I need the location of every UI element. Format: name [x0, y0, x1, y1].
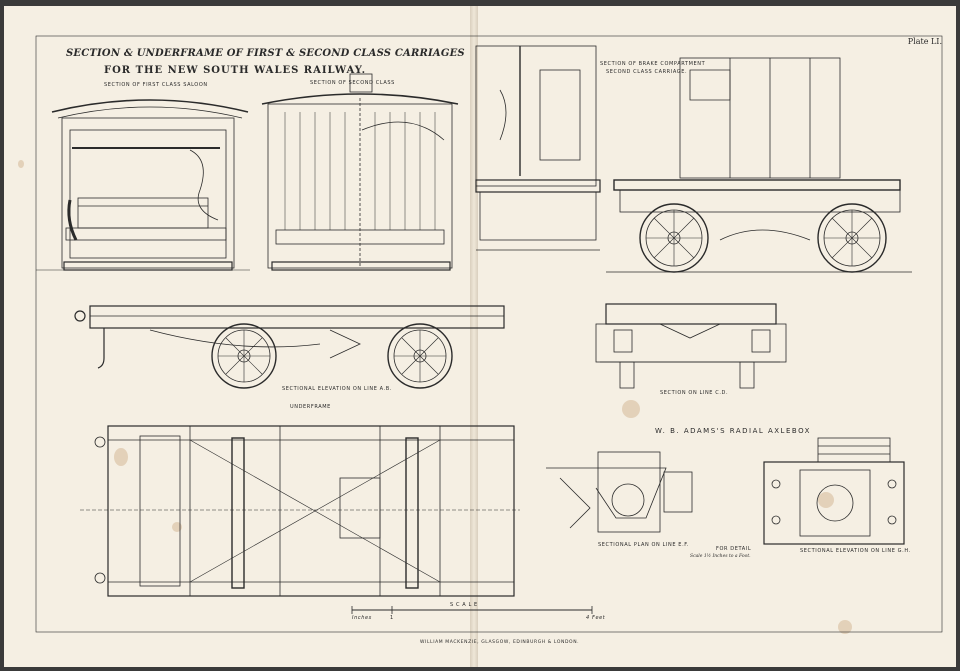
brake-compartment-partial	[475, 45, 601, 251]
first-class-saloon-section	[36, 99, 250, 271]
caption-scale-note: Scale 1½ Inches to a Foot.	[690, 554, 751, 559]
book-gutter	[470, 6, 478, 667]
plate-border	[35, 35, 943, 633]
caption-elevation-ab: SECTIONAL ELEVATION ON LINE A.B.	[282, 386, 393, 392]
foxing-stain	[838, 620, 852, 634]
plate-subtitle: FOR THE NEW SOUTH WALES RAILWAY.	[104, 65, 367, 76]
foxing-stain	[114, 448, 128, 466]
caption-second-class: SECTION OF SECOND CLASS	[310, 80, 395, 86]
foxing-stain	[172, 522, 182, 532]
scale-left-label: Inches	[352, 615, 372, 621]
sectional-elevation-ab	[74, 305, 505, 389]
section-cd	[595, 303, 787, 389]
plate-number: Plate LI.	[907, 37, 942, 46]
scale-right-label: 4 Feet	[586, 615, 606, 621]
brake-compartment-section	[606, 57, 912, 273]
scale-word: S C A L E	[450, 602, 478, 608]
scale-bar	[351, 606, 593, 614]
caption-underframe: UNDERFRAME	[290, 404, 331, 410]
caption-plan-ef: SECTIONAL PLAN ON LINE E.F.	[598, 542, 690, 548]
scale-mid-label: 1	[390, 615, 394, 621]
imprint: WILLIAM MACKENZIE, GLASGOW, EDINBURGH & …	[420, 640, 580, 645]
caption-elevation-gh: SECTIONAL ELEVATION ON LINE G.H.	[800, 548, 911, 554]
radial-axlebox-plan	[546, 451, 693, 533]
radial-axlebox-elevation	[763, 437, 905, 545]
caption-first-class: SECTION OF FIRST CLASS SALOON	[104, 82, 208, 88]
foxing-stain	[622, 400, 640, 418]
foxing-stain	[18, 160, 24, 168]
caption-section-cd: SECTION ON LINE C.D.	[660, 390, 729, 396]
second-class-section	[261, 73, 459, 271]
foxing-stain	[818, 492, 834, 508]
caption-for-detail: FOR DETAIL	[716, 546, 752, 552]
caption-brake-2: SECOND CLASS CARRIAGE.	[606, 69, 688, 75]
caption-brake-1: SECTION OF BRAKE COMPARTMENT	[600, 61, 706, 67]
underframe-plan	[80, 425, 520, 597]
caption-radial-axlebox: W. B. ADAMS'S RADIAL AXLEBOX	[655, 427, 811, 435]
right-page	[474, 6, 956, 667]
plate-title: SECTION & UNDERFRAME OF FIRST & SECOND C…	[66, 48, 465, 59]
